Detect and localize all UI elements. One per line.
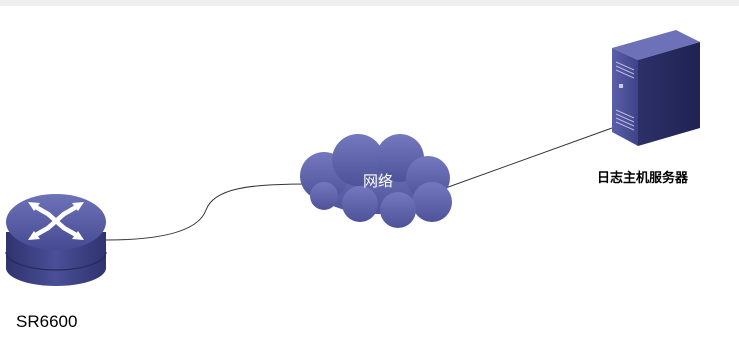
link-cloud-server — [439, 127, 613, 191]
cloud-icon — [300, 134, 452, 228]
server-label: 日志主机服务器 — [597, 171, 689, 186]
server-icon — [612, 30, 700, 146]
router-icon — [5, 194, 107, 286]
router-label: SR6600 — [16, 312, 78, 331]
top-strip — [0, 0, 739, 6]
link-router-cloud — [105, 183, 309, 241]
cloud-label: 网络 — [362, 172, 393, 190]
